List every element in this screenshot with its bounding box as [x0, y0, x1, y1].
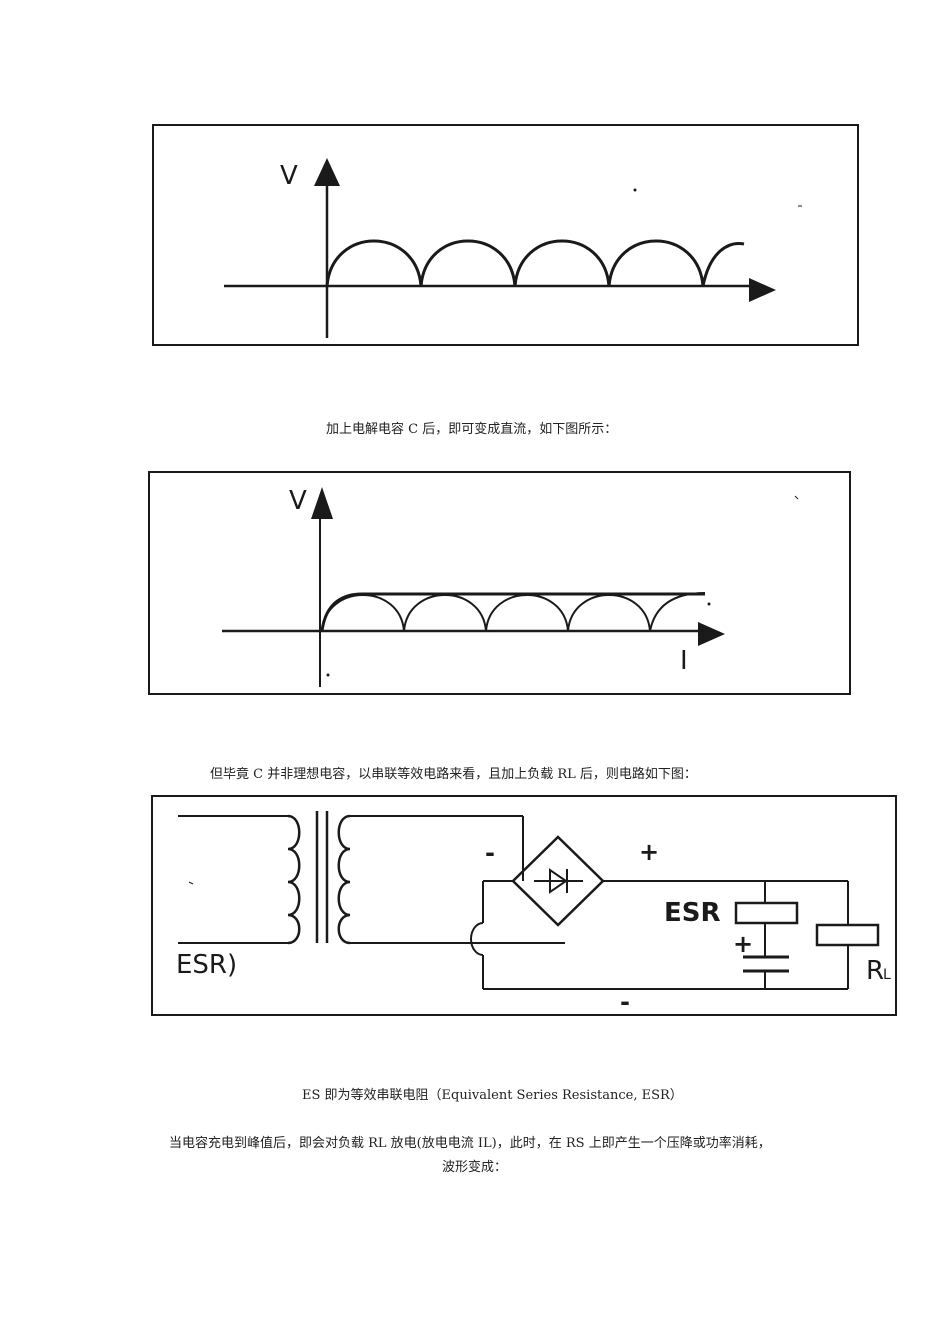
primary-coil: [287, 814, 301, 945]
speck: [707, 602, 711, 606]
esr-label: ESR: [664, 898, 721, 928]
dc-level-line: [320, 592, 705, 632]
bridge-minus-label: -: [485, 839, 495, 867]
v-axis-label: V: [280, 161, 298, 191]
figure-rectified-waveform: V: [152, 124, 859, 346]
rl-subscript: L: [883, 967, 891, 983]
filtered-waveform-svg: V I: [222, 486, 799, 687]
secondary-coil: [337, 814, 351, 945]
bridge-rectifier: [511, 835, 605, 927]
speck: [326, 673, 330, 677]
rl-label: R: [866, 956, 884, 986]
rectified-wave: [321, 592, 706, 632]
v-axis-arrow-icon: [311, 487, 333, 519]
positive-label: +: [639, 838, 659, 866]
rectified-wave: [325, 239, 745, 287]
load-resistor: [815, 923, 880, 947]
capacitor-plus-label: +: [733, 930, 753, 958]
figure-filtered-waveform: V I: [148, 471, 851, 695]
figure-esr-circuit: - + ESR + R L - ESR): [151, 795, 897, 1016]
wire-crossover-loop: [470, 922, 484, 956]
h-axis-arrow-icon: [749, 278, 776, 302]
v-axis-label: V: [289, 486, 307, 516]
diode-icon: [549, 868, 568, 894]
speck: [633, 188, 637, 192]
speck: [794, 495, 799, 500]
negative-label: -: [620, 988, 630, 1016]
esr-circuit-svg: - + ESR + R L - ESR): [176, 811, 891, 1016]
v-axis-arrow-icon: [314, 158, 340, 186]
caption-1: 加上电解电容 C 后，即可变成直流，如下图所示：: [326, 422, 618, 437]
esr-left-label: ESR): [176, 950, 237, 980]
h-axis-label: I: [680, 646, 688, 676]
speck: [188, 881, 194, 885]
paragraph-waveform: 波形变成：: [442, 1160, 508, 1175]
esr-resistor: [734, 901, 799, 925]
paragraph-discharge: 当电容充电到峰值后，即会对负载 RL 放电(放电电流 IL)，此时，在 RS 上…: [169, 1136, 771, 1151]
paragraph-esr-definition: ES 即为等效串联电阻（Equivalent Series Resistance…: [302, 1088, 683, 1103]
caption-2: 但毕竟 C 并非理想电容，以串联等效电路来看，且加上负载 RL 后，则电路如下图…: [210, 767, 697, 782]
rectified-waveform-svg: V: [224, 158, 802, 338]
h-axis-arrow-icon: [698, 622, 725, 646]
